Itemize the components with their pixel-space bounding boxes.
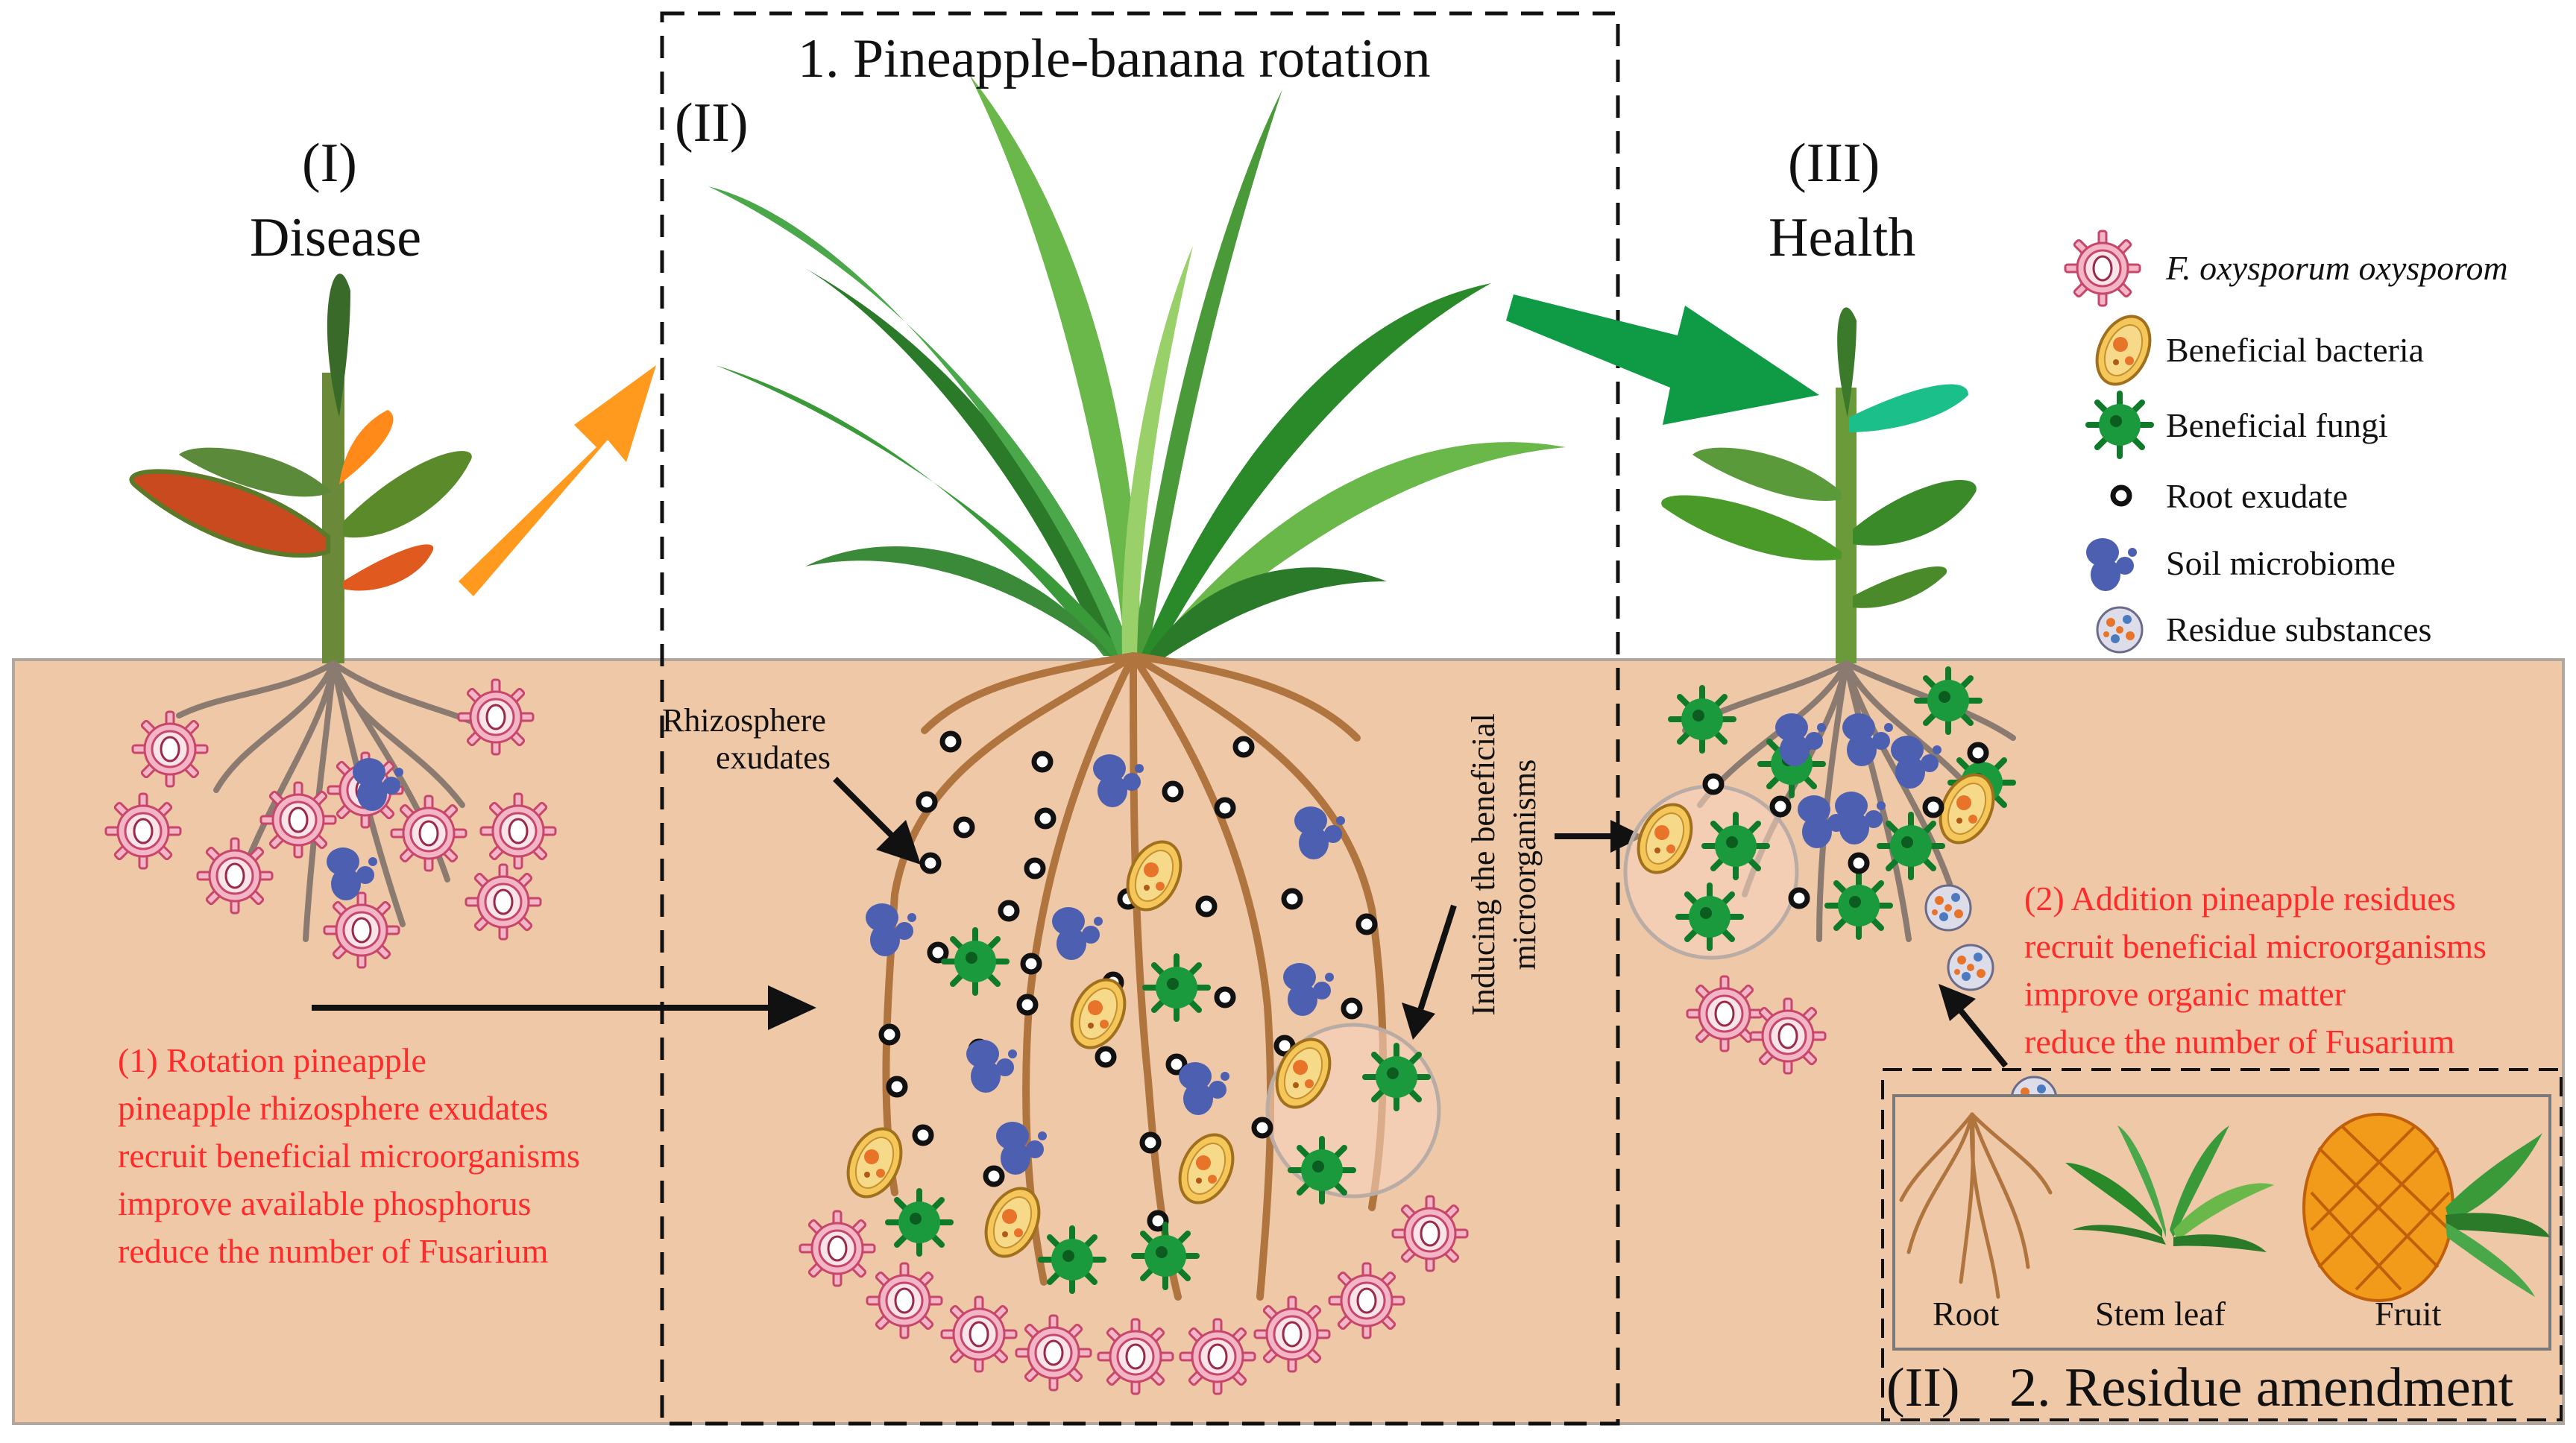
rotation-note-1: (1) Rotation pineapple xyxy=(118,1041,426,1079)
legend-icons xyxy=(2064,230,2162,654)
residue-stem-leaf-drawing xyxy=(2065,1125,2274,1252)
rhizosphere-label-line2: exudates xyxy=(716,739,831,776)
disease-to-rotation-arrow xyxy=(459,365,656,596)
legend-fungi-icon xyxy=(2088,394,2151,456)
rotation-note-3: recruit beneficial microorganisms xyxy=(118,1137,580,1175)
legend-label-bacteria: Beneficial bacteria xyxy=(2166,331,2425,369)
rotation-title: 1. Pineapple-banana rotation xyxy=(798,28,1431,89)
pineapple-plant xyxy=(708,75,1566,663)
legend-label-fusarium: F. oxysporum oxysporom xyxy=(2166,249,2508,287)
residue-item-root: Root xyxy=(1933,1295,2000,1333)
legend-bacteria-icon xyxy=(2085,306,2162,395)
health-label: Health xyxy=(1769,207,1916,268)
legend-residue-icon xyxy=(2096,606,2144,654)
residue-item-fruit: Fruit xyxy=(2375,1295,2442,1333)
rotation-note-5: reduce the number of Fusarium xyxy=(118,1232,549,1270)
flow-arrows xyxy=(312,777,2009,1068)
inducing-label-line1: Inducing the beneficial xyxy=(1465,713,1502,1016)
legend-fusarium-icon xyxy=(2064,230,2141,307)
rhizosphere-label-line1: Rhizosphere xyxy=(662,702,826,739)
residue-note-3: improve organic matter xyxy=(2024,975,2346,1013)
residue-root-drawing xyxy=(1899,1112,2053,1299)
legend-label-exudate: Root exudate xyxy=(2166,477,2348,515)
legend-microbiome-icon xyxy=(2086,538,2137,591)
healthy-banana-plant xyxy=(1661,307,1977,663)
inducing-label-line2: microorganisms xyxy=(1506,759,1543,970)
residue-item-stem-leaf: Stem leaf xyxy=(2095,1295,2226,1333)
residue-fruit-drawing xyxy=(2302,1113,2550,1302)
legend-label-microbiome: Soil microbiome xyxy=(2166,544,2396,582)
residue-note-4: reduce the number of Fusarium xyxy=(2024,1023,2455,1061)
diseased-banana-plant xyxy=(129,274,472,663)
disease-roman-label: (I) xyxy=(302,133,357,194)
rotation-to-health-arrow xyxy=(1506,294,1819,425)
residue-title: 2. Residue amendment xyxy=(2009,1357,2514,1418)
residue-note-2: recruit beneficial microorganisms xyxy=(2024,927,2487,965)
legend-label-fungi: Beneficial fungi xyxy=(2166,406,2388,444)
rotation-note-2: pineapple rhizosphere exudates xyxy=(118,1089,549,1127)
rotation-frame xyxy=(660,11,1620,1426)
rotation-roman-label: (II) xyxy=(675,92,749,154)
legend-exudate-icon xyxy=(2113,487,2129,504)
legend-label-residue: Residue substances xyxy=(2166,610,2432,648)
health-roman-label: (III) xyxy=(1788,133,1880,194)
residue-roman-label: (II) xyxy=(1886,1357,1960,1418)
rotation-note-4: improve available phosphorus xyxy=(118,1184,532,1222)
residue-note-1: (2) Addition pineapple residues xyxy=(2024,880,2456,918)
disease-label: Disease xyxy=(250,207,422,268)
residue-frame xyxy=(1881,1068,2563,1421)
